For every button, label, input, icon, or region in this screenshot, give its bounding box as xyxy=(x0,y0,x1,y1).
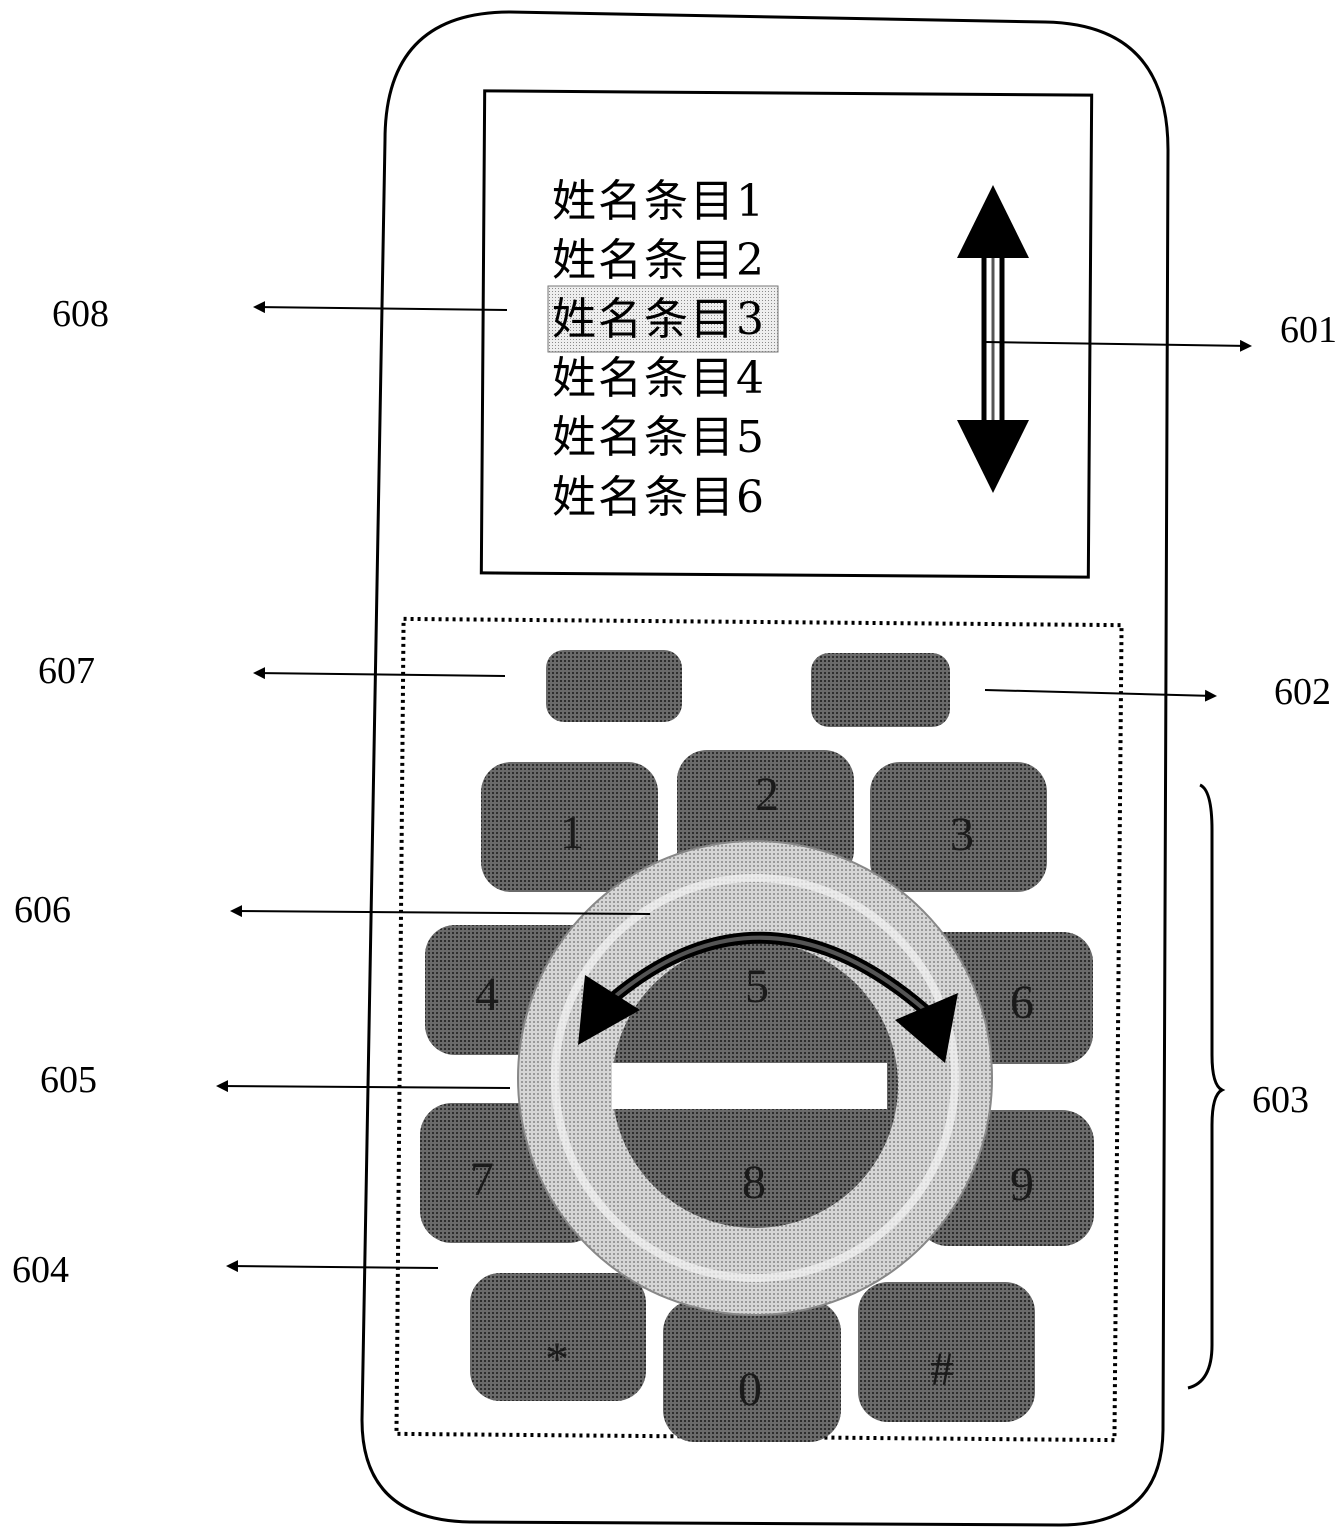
name-entry-selected[interactable]: 姓名条目3 xyxy=(552,294,766,345)
key-label: 4 xyxy=(475,968,499,1021)
label-607: 607 xyxy=(38,650,95,692)
label-603: 603 xyxy=(1252,1079,1309,1121)
key-label: 9 xyxy=(1010,1158,1034,1211)
key-label: # xyxy=(930,1343,954,1396)
key-label: 2 xyxy=(755,768,779,821)
right-soft-key[interactable] xyxy=(811,653,950,727)
key-label: 1 xyxy=(560,806,584,859)
label-604: 604 xyxy=(12,1249,69,1291)
left-soft-key[interactable] xyxy=(546,650,682,722)
name-entry[interactable]: 姓名条目4 xyxy=(552,353,766,404)
name-entry[interactable]: 姓名条目2 xyxy=(552,235,766,286)
label-605: 605 xyxy=(40,1059,97,1101)
label-608: 608 xyxy=(52,293,109,335)
name-entry[interactable]: 姓名条目5 xyxy=(552,412,766,463)
keypad-brace xyxy=(1188,785,1222,1388)
key-label: 8 xyxy=(742,1156,766,1209)
key-label: 7 xyxy=(470,1153,494,1206)
rotary-wheel-icon[interactable]: 5 8 xyxy=(518,841,992,1315)
key-label: 5 xyxy=(745,960,769,1013)
key-label: 0 xyxy=(738,1363,762,1416)
key-label: 6 xyxy=(1010,976,1034,1029)
name-entry[interactable]: 姓名条目6 xyxy=(552,472,766,523)
label-606: 606 xyxy=(14,889,71,931)
key-label: 3 xyxy=(950,808,974,861)
name-entry[interactable]: 姓名条目1 xyxy=(552,176,766,227)
label-601: 601 xyxy=(1280,309,1337,351)
key-label: * xyxy=(545,1333,569,1386)
center-bar xyxy=(612,1063,887,1109)
label-602: 602 xyxy=(1274,671,1331,713)
